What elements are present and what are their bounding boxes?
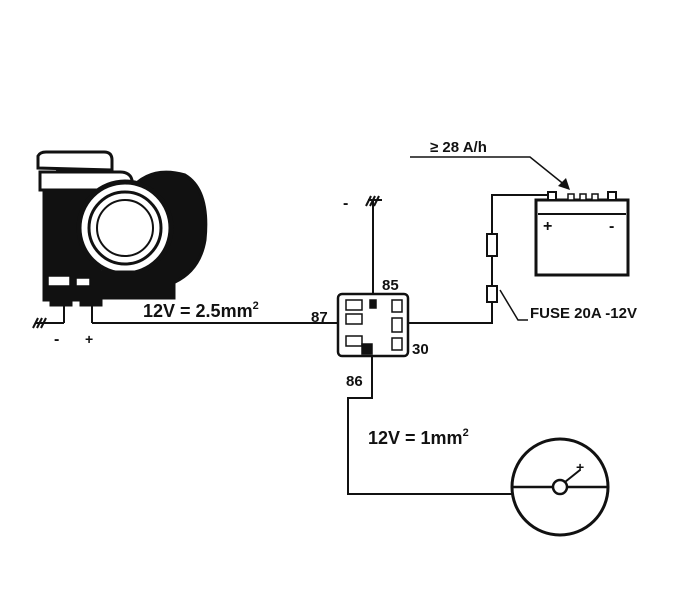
horn-plus-label: + xyxy=(85,331,93,347)
relay-ground-wire xyxy=(365,195,382,294)
battery-minus-label: - xyxy=(609,218,614,235)
horn-ground-wire xyxy=(32,306,65,329)
relay-pin-85-label: 85 xyxy=(382,277,399,294)
battery-capacity-pointer xyxy=(410,156,567,187)
horn-wire-gauge-label: 12V = 2.5mm2 xyxy=(143,300,259,321)
relay-pin-87-label: 87 xyxy=(311,309,328,326)
horn-button xyxy=(510,437,610,537)
battery-capacity-arrowhead xyxy=(558,178,570,190)
horn-minus-label: - xyxy=(54,331,59,348)
battery-plus-label: + xyxy=(543,218,552,235)
button-plus-label: + xyxy=(576,459,584,475)
relay-pin-86-label: 86 xyxy=(346,373,363,390)
relay-minus-label: - xyxy=(343,195,348,212)
relay-pin-30-label: 30 xyxy=(412,341,429,358)
fuse-to-battery-wire xyxy=(491,194,548,234)
fuse xyxy=(486,233,498,303)
button-wire-gauge-label: 12V = 1mm2 xyxy=(368,427,469,448)
battery-capacity-label: ≥ 28 A/h xyxy=(430,139,487,156)
relay-to-button-wire xyxy=(347,356,512,495)
battery xyxy=(534,191,630,277)
relay-to-battery-wire xyxy=(408,302,493,324)
air-horn-compressor xyxy=(36,150,208,307)
relay xyxy=(336,292,410,358)
fuse-label: FUSE 20A -12V xyxy=(530,305,637,322)
fuse-label-pointer xyxy=(499,289,528,321)
